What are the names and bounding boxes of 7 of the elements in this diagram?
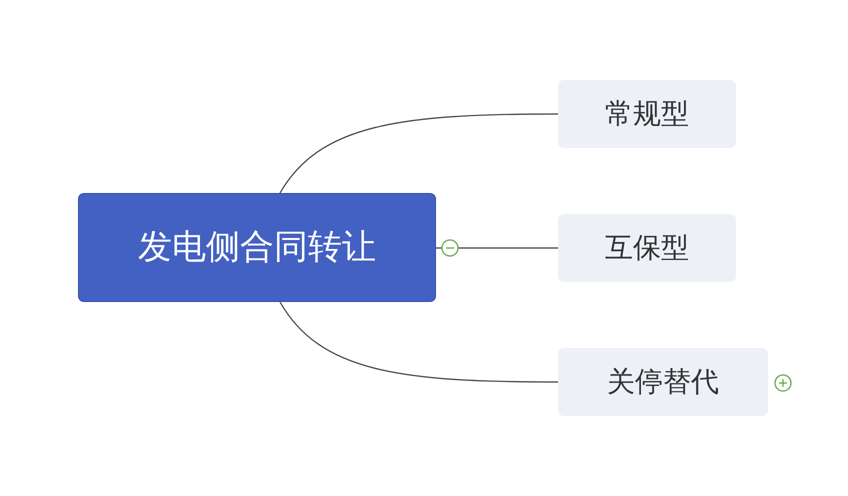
subtopic-box: 常规型 <box>558 80 736 148</box>
subtopic-box: 关停替代 <box>558 348 768 416</box>
connector-line <box>280 302 558 383</box>
connector-line <box>436 247 558 249</box>
connector-line <box>280 113 558 194</box>
subtopic-box: 互保型 <box>558 214 736 282</box>
topic-box: 发电侧合同转让 <box>78 193 436 302</box>
